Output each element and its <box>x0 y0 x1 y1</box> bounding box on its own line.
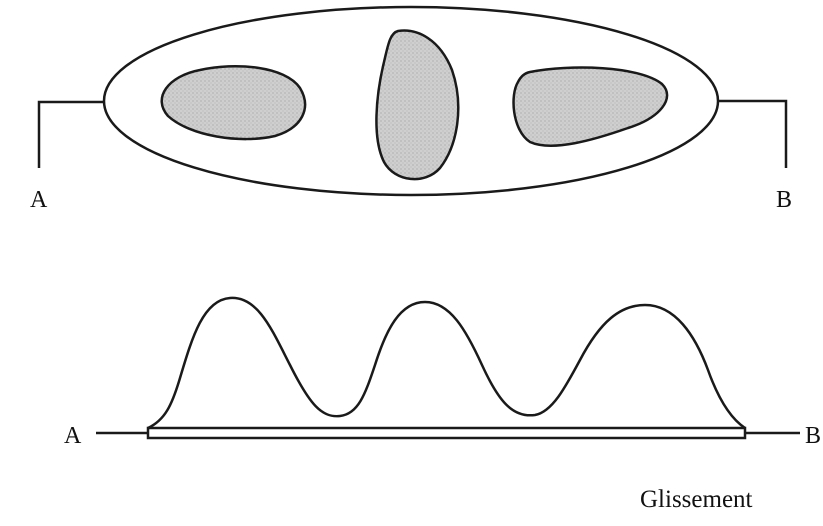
caption-glissement: Glissement <box>640 487 753 512</box>
label-a-top: A <box>30 188 47 212</box>
label-b-profile: B <box>805 424 821 448</box>
baseline-bar <box>148 428 745 438</box>
density-profile-curve <box>148 298 745 428</box>
profile-baseline <box>96 428 800 438</box>
section-marker-b <box>716 101 786 168</box>
section-marker-a <box>39 102 106 168</box>
label-a-profile: A <box>64 424 81 448</box>
label-b-top: B <box>776 188 792 212</box>
